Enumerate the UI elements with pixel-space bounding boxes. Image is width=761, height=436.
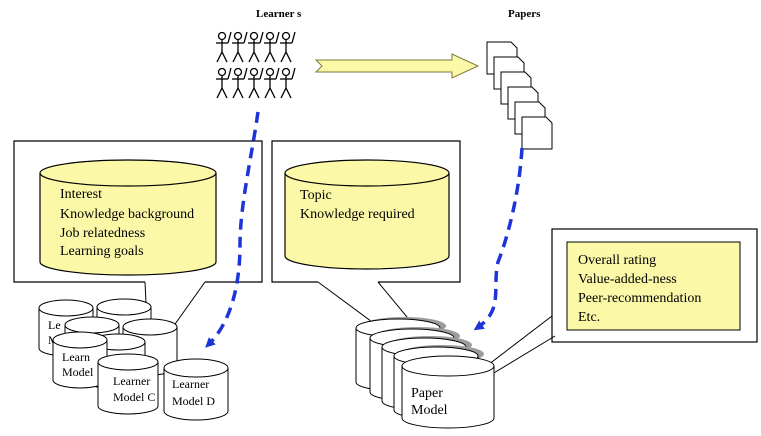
paper-model-front-cylinder bbox=[401, 355, 495, 429]
learner-model-c-label: Learner bbox=[113, 374, 150, 388]
papers-stack-icon bbox=[486, 41, 553, 150]
learner-model-d-label: Learner bbox=[172, 377, 209, 391]
learner-model-cylinder bbox=[52, 331, 108, 389]
learners-label: Learner s bbox=[256, 8, 302, 20]
paper-attr-topic: Topic bbox=[300, 188, 332, 203]
learner-attr-knowledge: Knowledge background bbox=[60, 207, 194, 222]
learners-icon bbox=[216, 31, 296, 99]
paper-sheet-icon bbox=[521, 116, 553, 150]
paper-profile-cylinder bbox=[284, 159, 450, 270]
learner-model-c-label: Model C bbox=[113, 390, 155, 404]
paper-attr-knowledge: Knowledge required bbox=[300, 207, 415, 222]
rating-overall: Overall rating bbox=[578, 253, 656, 268]
learner-figure-icon bbox=[280, 31, 296, 63]
learner-figure-icon bbox=[216, 67, 232, 99]
learner-model-d-cylinder bbox=[163, 358, 229, 421]
learner-model-label: Le bbox=[48, 318, 61, 332]
learner-attr-interest: Interest bbox=[60, 187, 102, 202]
learner-figure-icon bbox=[264, 31, 280, 63]
paper-rating-callout bbox=[470, 228, 758, 383]
learner-figure-icon bbox=[280, 67, 296, 99]
rating-etc: Etc. bbox=[578, 310, 600, 325]
rating-peer: Peer-recommendation bbox=[578, 291, 701, 306]
paper-model-label: Model bbox=[411, 403, 448, 418]
learner-figure-icon bbox=[264, 67, 280, 99]
learners-to-models-arrow bbox=[205, 111, 260, 348]
learner-profile-cylinder bbox=[39, 159, 217, 276]
papers-label: Papers bbox=[508, 8, 541, 20]
learner-attr-job: Job relatedness bbox=[60, 226, 145, 241]
learner-figure-icon bbox=[216, 31, 232, 63]
learner-attr-goals: Learning goals bbox=[60, 244, 144, 259]
learner-model-label: Model bbox=[62, 365, 94, 379]
paper-model-label: Paper bbox=[411, 386, 443, 401]
learner-model-d-label: Model D bbox=[172, 394, 215, 408]
learner-models-stack: LeMLeMLeMoLeNLeMLearnModelLearnerModel C… bbox=[38, 298, 229, 421]
rating-value-added: Value-added-ness bbox=[578, 272, 677, 287]
learner-figure-icon bbox=[248, 31, 264, 63]
learner-figure-icon bbox=[248, 67, 264, 99]
learners-to-papers-arrow bbox=[314, 53, 480, 79]
learner-figure-icon bbox=[232, 67, 248, 99]
learner-model-label: Learn bbox=[62, 350, 90, 364]
learner-figure-icon bbox=[232, 31, 248, 63]
papers-to-model-arrow bbox=[473, 147, 524, 331]
learner-model-c-cylinder bbox=[97, 353, 159, 415]
